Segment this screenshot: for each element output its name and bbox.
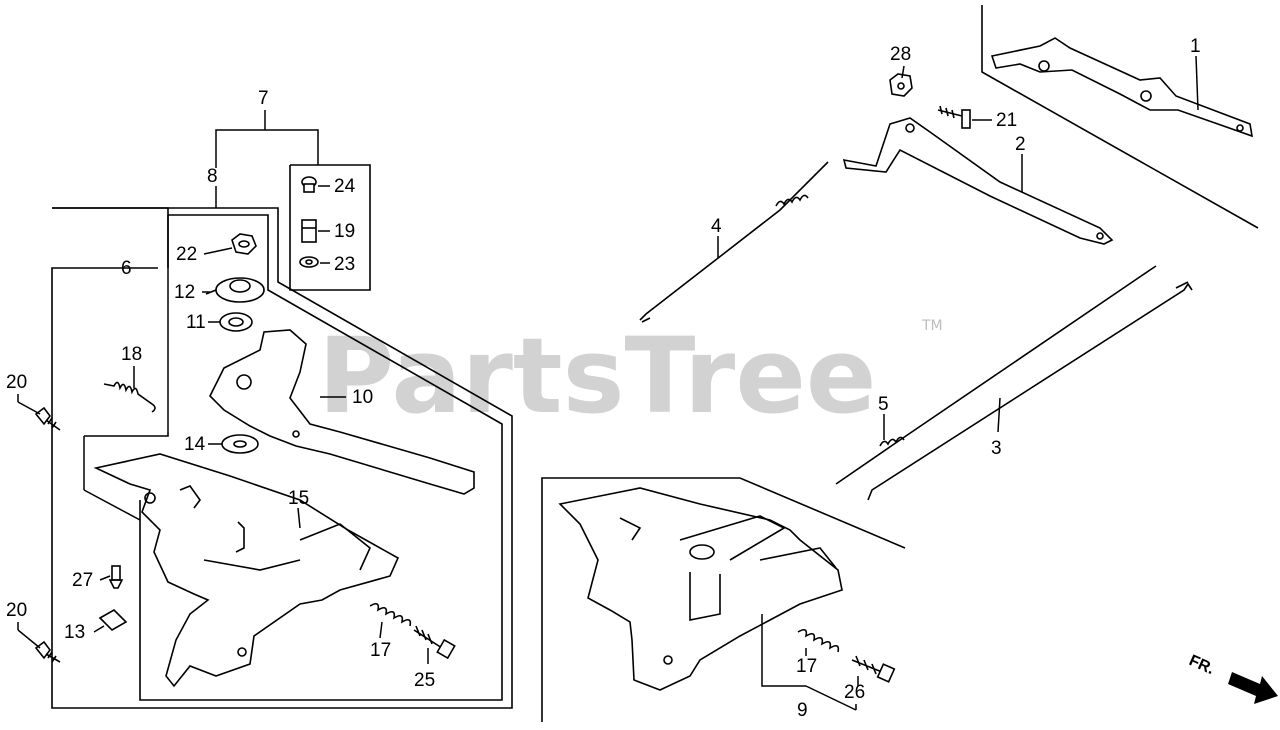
callout-20-lower: 20 (6, 600, 27, 621)
kit-box-7 (289, 164, 371, 291)
part-17-spring-right (797, 628, 840, 653)
trademark-mark: TM (921, 318, 943, 334)
front-arrow-icon (1228, 672, 1278, 704)
leader-lines (17, 55, 1199, 711)
part-11-washer (219, 312, 253, 332)
callout-23: 23 (334, 254, 355, 275)
part-5-rod (835, 265, 1157, 485)
front-label: FR. (1186, 652, 1216, 678)
part-19-spacer (301, 219, 317, 243)
callout-24: 24 (334, 176, 356, 197)
callout-26: 26 (844, 682, 865, 703)
callout-numbers: 1 2 3 4 5 6 7 8 9 10 11 12 13 14 15 17 1… (6, 36, 1201, 721)
assembly-box-8 (139, 214, 503, 701)
part-4-rod (639, 161, 829, 323)
part-21-bolt (937, 105, 971, 129)
part-27-stud (108, 565, 124, 589)
part-3-rod (867, 281, 1193, 501)
callout-22: 22 (176, 244, 197, 265)
callout-7: 7 (258, 88, 269, 109)
callout-1: 1 (1190, 36, 1201, 57)
callout-18: 18 (121, 344, 142, 365)
callout-11: 11 (186, 312, 206, 333)
callout-5: 5 (878, 394, 889, 415)
callout-4: 4 (711, 216, 722, 237)
part-20-bolt-upper (34, 406, 61, 431)
callout-10: 10 (352, 387, 373, 408)
part-15-base (93, 453, 400, 688)
callout-20-upper: 20 (6, 372, 27, 393)
part-1-bracket (990, 37, 1254, 138)
part-24-screw (301, 176, 317, 193)
upper-right-box (981, 5, 1259, 229)
part-23-washer (299, 256, 319, 268)
callout-6: 6 (121, 258, 132, 279)
callout-21: 21 (996, 110, 1017, 131)
callout-25: 25 (414, 670, 435, 691)
callout-19: 19 (334, 221, 355, 242)
front-direction-indicator: FR. (1186, 652, 1278, 704)
callout-28: 28 (890, 44, 911, 65)
right-control-assembly (558, 487, 843, 691)
right-assembly-box (541, 477, 906, 722)
part-28-nut (889, 73, 913, 97)
part-14-washer (221, 434, 259, 454)
callout-2: 2 (1015, 134, 1026, 155)
callout-14: 14 (184, 434, 206, 455)
part-10-lever (209, 329, 475, 495)
part-13-clip (98, 609, 128, 631)
part-18-spring (103, 381, 156, 413)
callout-13: 13 (64, 622, 85, 643)
callout-9: 9 (797, 700, 808, 721)
assembly-box-outer (52, 207, 513, 709)
part-2-lever (842, 117, 1114, 245)
part-12-plate (205, 277, 265, 303)
callout-12: 12 (174, 282, 195, 303)
part-22-nut (231, 233, 257, 255)
part-17-spring-left (369, 602, 412, 627)
bracket-7-8 (215, 110, 319, 208)
callout-27: 27 (72, 570, 93, 591)
part-26-bolt (851, 655, 896, 683)
callout-3: 3 (991, 438, 1002, 459)
callout-17-left: 17 (370, 640, 391, 661)
callout-17-right: 17 (796, 656, 817, 677)
part-25-bolt (413, 625, 456, 660)
callout-8: 8 (207, 166, 218, 187)
callout-15: 15 (288, 488, 309, 509)
watermark-text: PartsTree (318, 315, 876, 437)
part-20-bolt-lower (34, 640, 61, 663)
